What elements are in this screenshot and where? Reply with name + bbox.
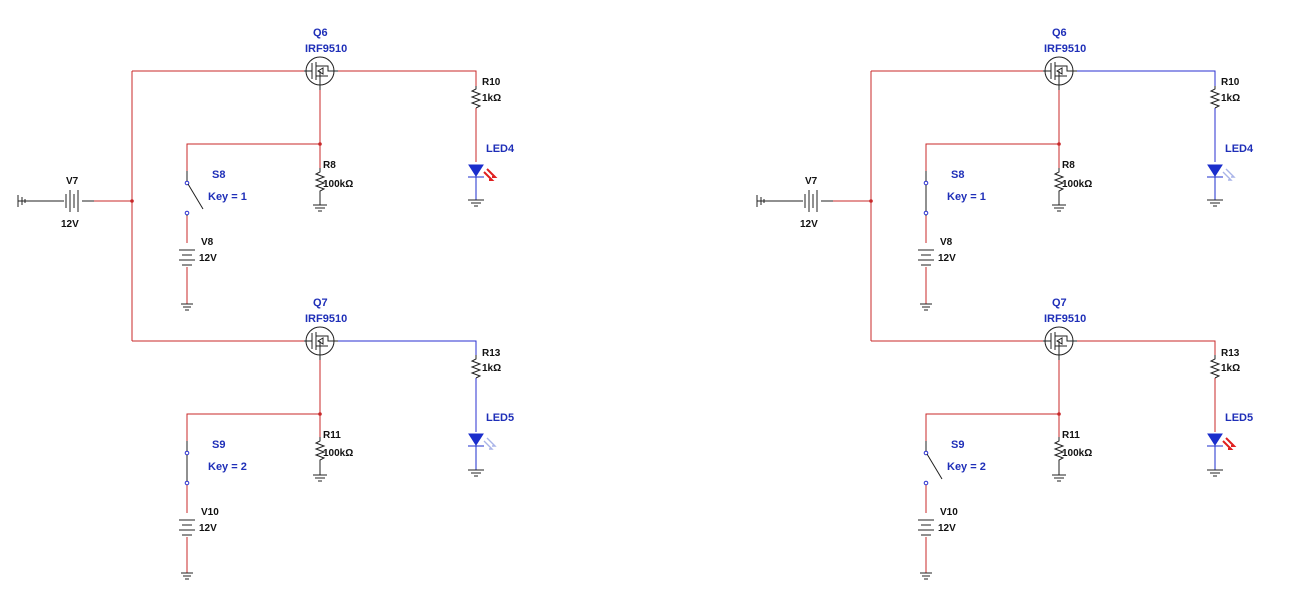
v7-value: 12V [800, 219, 818, 230]
switch-s9[interactable] [923, 441, 943, 486]
led-led4[interactable] [468, 164, 498, 207]
circuit-right: V7 12V Q6 IRF9510 R10 1kΩ LED4 R8 100kΩ [756, 27, 1254, 580]
battery-v8[interactable] [179, 249, 195, 311]
led4-ref: LED4 [1225, 143, 1254, 155]
s8-key: Key = 1 [208, 191, 247, 203]
v8-ref: V8 [201, 237, 214, 248]
battery-v10[interactable] [918, 519, 934, 580]
switch-s9[interactable] [184, 441, 190, 486]
r10-value: 1kΩ [482, 93, 501, 104]
r13-ref: R13 [482, 348, 501, 359]
r10-ref: R10 [1221, 77, 1240, 88]
battery-v10[interactable] [179, 519, 195, 580]
led5-rays [1222, 437, 1237, 450]
resistor-r13[interactable] [470, 355, 482, 379]
v7-ref: V7 [66, 176, 79, 187]
r11-value: 100kΩ [323, 448, 353, 459]
resistor-r8[interactable] [1052, 168, 1066, 212]
r11-ref: R11 [323, 430, 341, 441]
r13-ref: R13 [1221, 348, 1240, 359]
led5-rays [483, 437, 497, 450]
r11-ref: R11 [1062, 430, 1080, 441]
v8-value: 12V [938, 253, 956, 264]
junction-node [318, 142, 322, 146]
q7-model: IRF9510 [1044, 313, 1086, 325]
led-led5[interactable] [468, 433, 497, 477]
q6-model: IRF9510 [305, 43, 347, 55]
r11-value: 100kΩ [1062, 448, 1092, 459]
mosfet-q7[interactable] [1043, 326, 1077, 360]
v7-value: 12V [61, 219, 79, 230]
resistor-r8[interactable] [313, 168, 327, 212]
led5-ref: LED5 [486, 412, 514, 424]
battery-v7[interactable] [756, 190, 833, 212]
led4-ref: LED4 [486, 143, 515, 155]
mosfet-q6[interactable] [304, 56, 338, 90]
resistor-r10[interactable] [470, 86, 482, 109]
resistor-r10[interactable] [1209, 86, 1221, 109]
resistor-r13[interactable] [1209, 355, 1221, 379]
led-led4[interactable] [1207, 164, 1236, 207]
q7-model: IRF9510 [305, 313, 347, 325]
wire-q6-drain [1077, 70, 1216, 86]
resistor-r11[interactable] [313, 437, 327, 482]
r8-ref: R8 [1062, 160, 1075, 171]
switch-s8[interactable] [184, 171, 204, 216]
r13-value: 1kΩ [482, 363, 501, 374]
r8-ref: R8 [323, 160, 336, 171]
s9-key: Key = 2 [208, 461, 247, 473]
v10-ref: V10 [940, 507, 958, 518]
junction-node [318, 412, 322, 416]
s8-key: Key = 1 [947, 191, 986, 203]
circuit-left: V7 12V Q6 IRF9510 R10 1kΩ LED4 R8 [17, 27, 515, 580]
led4-rays [1222, 168, 1236, 181]
s9-key: Key = 2 [947, 461, 986, 473]
wire-q6-gate [925, 90, 1060, 171]
s9-ref: S9 [212, 439, 225, 451]
s9-ref: S9 [951, 439, 964, 451]
s8-ref: S8 [951, 169, 964, 181]
wire-q7-drain [1077, 340, 1216, 355]
led5-ref: LED5 [1225, 412, 1253, 424]
wire-q6-gate [186, 90, 321, 171]
s8-ref: S8 [212, 169, 225, 181]
led4-rays [483, 168, 498, 181]
mosfet-q6[interactable] [1043, 56, 1077, 90]
junction-node [1057, 142, 1061, 146]
q7-ref: Q7 [313, 297, 328, 309]
r10-ref: R10 [482, 77, 501, 88]
junction-node [869, 199, 873, 203]
v10-ref: V10 [201, 507, 219, 518]
junction-node [1057, 412, 1061, 416]
wire-q7-gate [925, 360, 1060, 441]
switch-s8[interactable] [923, 171, 929, 216]
wire-main-top [870, 70, 1043, 342]
battery-v7[interactable] [17, 190, 94, 212]
r8-value: 100kΩ [323, 179, 353, 190]
wire-q6-drain [338, 70, 477, 86]
q6-ref: Q6 [1052, 27, 1067, 39]
v7-ref: V7 [805, 176, 818, 187]
v10-value: 12V [199, 523, 217, 534]
junction-node [130, 199, 134, 203]
led-led5[interactable] [1207, 433, 1237, 477]
resistor-r11[interactable] [1052, 437, 1066, 482]
v10-value: 12V [938, 523, 956, 534]
wire-q7-drain [338, 340, 477, 355]
r10-value: 1kΩ [1221, 93, 1240, 104]
wire-main-top [131, 70, 304, 342]
q6-model: IRF9510 [1044, 43, 1086, 55]
wire-q7-gate [186, 360, 321, 441]
q7-ref: Q7 [1052, 297, 1067, 309]
r8-value: 100kΩ [1062, 179, 1092, 190]
r13-value: 1kΩ [1221, 363, 1240, 374]
mosfet-q7[interactable] [304, 326, 338, 360]
q6-ref: Q6 [313, 27, 328, 39]
battery-v8[interactable] [918, 249, 934, 311]
v8-ref: V8 [940, 237, 953, 248]
v8-value: 12V [199, 253, 217, 264]
